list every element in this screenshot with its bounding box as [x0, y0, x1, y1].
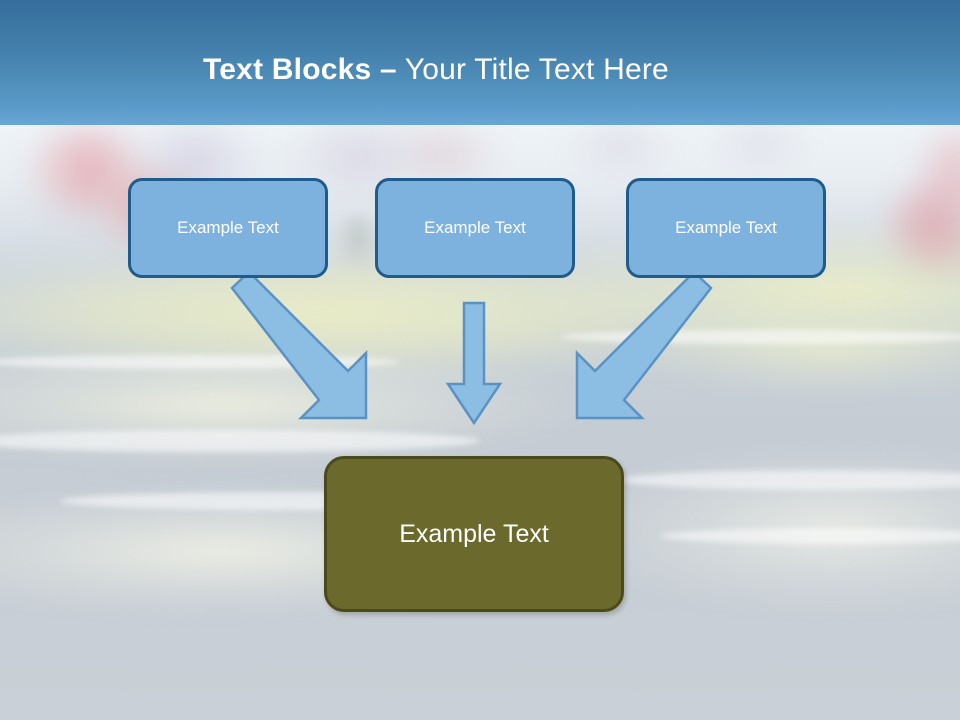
text-block-2[interactable]: Example Text — [375, 178, 575, 278]
text-block-1[interactable]: Example Text — [128, 178, 328, 278]
text-block-2-label: Example Text — [424, 218, 526, 237]
blossom-blur-shape — [270, 124, 450, 186]
tree-silhouette — [336, 214, 380, 270]
blossom-blur-shape — [700, 120, 820, 164]
page-title: Text Blocks – Your Title Text Here — [203, 53, 669, 87]
snow-streak — [0, 430, 480, 452]
text-block-3[interactable]: Example Text — [626, 178, 826, 278]
snow-streak — [620, 470, 960, 490]
snow-streak — [0, 355, 400, 369]
snow-streak — [560, 330, 960, 344]
blossom-blur-shape — [380, 126, 510, 180]
text-block-3-label: Example Text — [675, 218, 777, 237]
page-title-bold-part: Text Blocks – — [203, 53, 397, 86]
blossom-blur-shape — [560, 122, 680, 170]
snow-streak — [660, 528, 960, 544]
snow-dune-shape — [620, 290, 960, 410]
text-block-1-label: Example Text — [177, 218, 279, 237]
page-title-regular-part: Your Title Text Here — [396, 53, 669, 86]
text-block-result-label: Example Text — [399, 519, 549, 548]
title-band — [0, 0, 960, 125]
text-block-result[interactable]: Example Text — [324, 456, 624, 612]
